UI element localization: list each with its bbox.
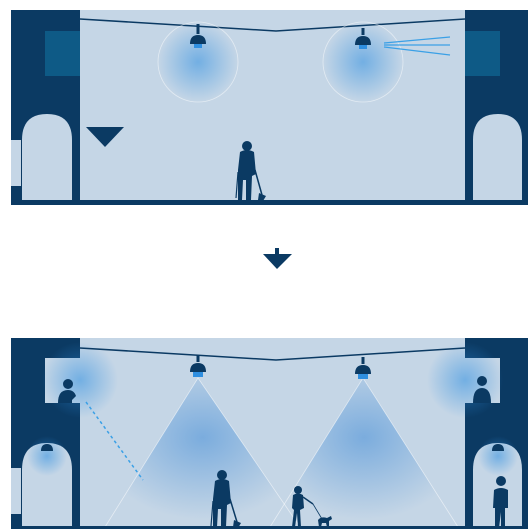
archway — [22, 114, 72, 200]
street-lamp-icon — [158, 22, 238, 102]
scene-after — [11, 338, 528, 529]
right-building-before — [465, 10, 528, 204]
ground-line — [11, 200, 528, 205]
left-building-before — [11, 10, 80, 204]
scene-before — [11, 10, 528, 205]
down-triangle-icon — [263, 248, 292, 269]
sky-before — [11, 10, 528, 204]
window — [465, 31, 500, 76]
doorway — [11, 140, 21, 186]
window — [45, 31, 80, 76]
archway — [473, 114, 522, 200]
